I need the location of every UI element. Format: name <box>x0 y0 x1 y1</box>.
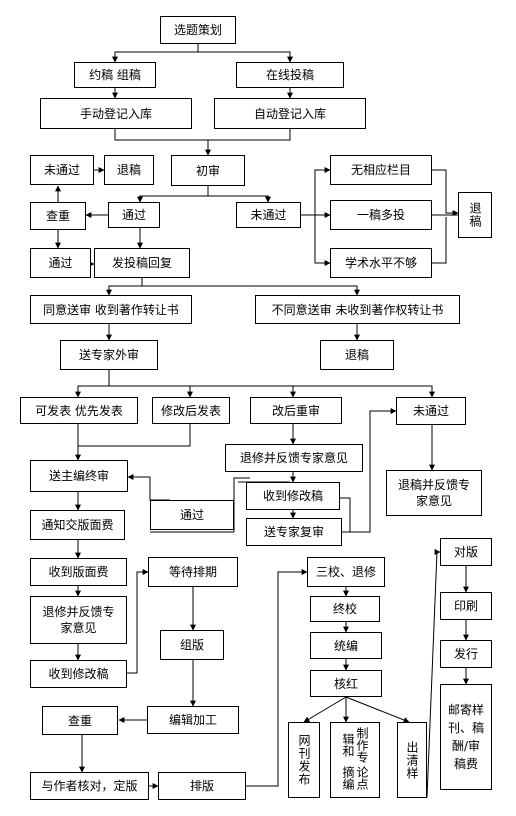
node-verify-author: 与作者核对，定版 <box>30 772 149 800</box>
node-abstract: 制作专辑和 论点摘编 <box>330 722 380 798</box>
node-publish-priority: 可发表 优先发表 <box>20 397 138 424</box>
node-typeset: 排版 <box>158 772 246 800</box>
node-reject-feedback: 退稿并反馈专家意见 <box>386 470 482 516</box>
node-fail-ext: 未通过 <box>396 397 466 425</box>
abstract-line-1: 制作专辑和 <box>341 727 369 764</box>
node-duplicate-submit: 一稿多投 <box>330 200 432 230</box>
node-return-feedback2: 退修并反馈专家意见 <box>30 596 127 644</box>
node-publish-after-edit: 修改后发表 <box>152 397 230 424</box>
node-fee-received: 收到版面费 <box>30 558 127 586</box>
node-triple-proof: 三校、退修 <box>307 557 385 587</box>
node-unify-edit: 统编 <box>310 632 382 659</box>
node-first-review: 初审 <box>171 155 245 186</box>
node-manual-register: 手动登记入库 <box>40 98 192 129</box>
node-return-feedback: 退修并反馈专家意见 <box>225 444 363 472</box>
node-chief-review: 送主编终审 <box>30 460 128 492</box>
node-auto-register: 自动登记入库 <box>214 98 366 129</box>
node-re-review: 改后重审 <box>250 397 342 424</box>
node-mail-fees: 邮寄样刊、稿酬/审稿费 <box>440 684 492 790</box>
node-expert-review: 送专家外审 <box>60 340 158 370</box>
node-reject-right: 退稿 <box>458 192 492 238</box>
node-check-red: 核红 <box>310 670 382 697</box>
node-final-proof: 终校 <box>310 596 380 622</box>
node-low-level: 学术水平不够 <box>330 248 432 278</box>
node-receive-revision: 收到修改稿 <box>246 482 340 510</box>
node-topic-planning: 选题策划 <box>160 16 236 44</box>
node-solicit: 约稿 组稿 <box>74 62 156 88</box>
node-sample-out: 出清样 <box>397 722 427 798</box>
node-no-column: 无相应栏目 <box>330 155 432 185</box>
node-proofread: 对版 <box>440 538 492 566</box>
node-distribute: 发行 <box>440 640 492 668</box>
node-pass-mid: 通过 <box>108 202 160 228</box>
node-notify-fee: 通知交版面费 <box>30 510 125 540</box>
node-disagree: 不同意送审 未收到著作权转让书 <box>255 295 460 324</box>
node-edit-process: 编辑加工 <box>147 706 239 734</box>
node-reject-left: 退稿 <box>104 155 154 185</box>
node-check-dup: 查重 <box>30 202 86 230</box>
node-fail-mid: 未通过 <box>236 202 301 228</box>
node-pass-loop: 通过 <box>150 500 234 530</box>
abstract-line-2: 论点摘编 <box>341 766 369 791</box>
node-reject-disagree: 退稿 <box>320 340 394 370</box>
node-web-publish: 网刊发布 <box>288 722 320 798</box>
node-wait-schedule: 等待排期 <box>148 557 238 587</box>
node-fail-left: 未通过 <box>30 155 94 185</box>
node-receive-revision2: 收到修改稿 <box>30 660 127 688</box>
node-print: 印刷 <box>440 592 492 620</box>
node-pass-dup: 通过 <box>30 248 91 278</box>
node-online-submit: 在线投稿 <box>236 62 344 88</box>
node-expert-re-review: 送专家复审 <box>246 518 342 546</box>
node-agree: 同意送审 收到著作转让书 <box>30 295 192 324</box>
node-send-reply: 发投稿回复 <box>94 248 190 278</box>
node-compose: 组版 <box>160 630 224 660</box>
node-dup-check2: 查重 <box>42 706 118 735</box>
